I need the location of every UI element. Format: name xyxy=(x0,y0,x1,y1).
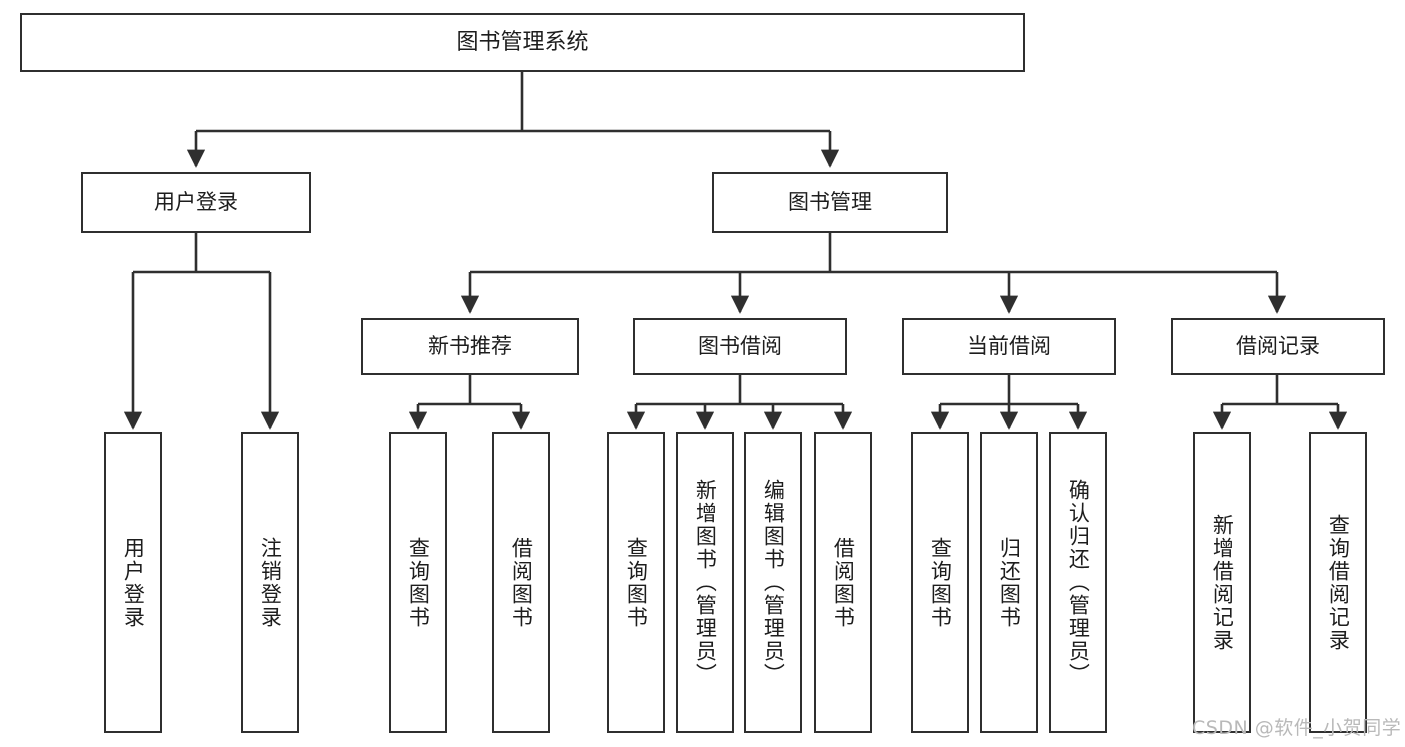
node-label: 确认归还（管理员） xyxy=(1066,479,1091,686)
node-label: 归还图书 xyxy=(997,536,1022,629)
node-label: 借阅图书 xyxy=(509,536,534,629)
node-root-book-management-system[interactable]: 图书管理系统 xyxy=(20,13,1025,72)
node-label: 新书推荐 xyxy=(428,334,512,359)
node-leaf-user-logout[interactable]: 注销登录 xyxy=(241,432,299,733)
node-book-management[interactable]: 图书管理 xyxy=(712,172,948,233)
node-label: 新增图书（管理员） xyxy=(693,479,718,686)
node-label: 图书管理 xyxy=(788,190,872,215)
node-label: 借阅图书 xyxy=(831,536,856,629)
node-label: 用户登录 xyxy=(121,536,146,629)
node-borrow-record[interactable]: 借阅记录 xyxy=(1171,318,1385,375)
node-label: 借阅记录 xyxy=(1236,334,1320,359)
node-leaf-edit-book-admin[interactable]: 编辑图书（管理员） xyxy=(744,432,802,733)
node-label: 查询图书 xyxy=(624,536,649,629)
node-label: 注销登录 xyxy=(258,536,283,629)
node-leaf-return-book[interactable]: 归还图书 xyxy=(980,432,1038,733)
node-label: 新增借阅记录 xyxy=(1210,513,1235,652)
node-leaf-query-book-current[interactable]: 查询图书 xyxy=(911,432,969,733)
node-leaf-borrow-book[interactable]: 借阅图书 xyxy=(814,432,872,733)
node-leaf-add-book-admin[interactable]: 新增图书（管理员） xyxy=(676,432,734,733)
node-leaf-confirm-return-admin[interactable]: 确认归还（管理员） xyxy=(1049,432,1107,733)
node-leaf-query-book-recommend[interactable]: 查询图书 xyxy=(389,432,447,733)
node-label: 查询图书 xyxy=(928,536,953,629)
node-label: 编辑图书（管理员） xyxy=(761,479,786,686)
node-new-book-recommend[interactable]: 新书推荐 xyxy=(361,318,579,375)
node-book-borrow[interactable]: 图书借阅 xyxy=(633,318,847,375)
csdn-watermark: CSDN @软件_小贺同学 xyxy=(1192,717,1402,739)
node-label: 查询图书 xyxy=(406,536,431,629)
node-label: 图书借阅 xyxy=(698,334,782,359)
node-leaf-user-login[interactable]: 用户登录 xyxy=(104,432,162,733)
node-leaf-borrow-book-recommend[interactable]: 借阅图书 xyxy=(492,432,550,733)
node-label: 当前借阅 xyxy=(967,334,1051,359)
node-label: 图书管理系统 xyxy=(456,29,589,55)
node-label: 查询借阅记录 xyxy=(1326,513,1351,652)
node-label: 用户登录 xyxy=(154,190,238,215)
node-leaf-query-borrow-record[interactable]: 查询借阅记录 xyxy=(1309,432,1367,733)
node-leaf-add-borrow-record[interactable]: 新增借阅记录 xyxy=(1193,432,1251,733)
node-leaf-query-book-borrow[interactable]: 查询图书 xyxy=(607,432,665,733)
node-user-login[interactable]: 用户登录 xyxy=(81,172,311,233)
node-current-borrow[interactable]: 当前借阅 xyxy=(902,318,1116,375)
